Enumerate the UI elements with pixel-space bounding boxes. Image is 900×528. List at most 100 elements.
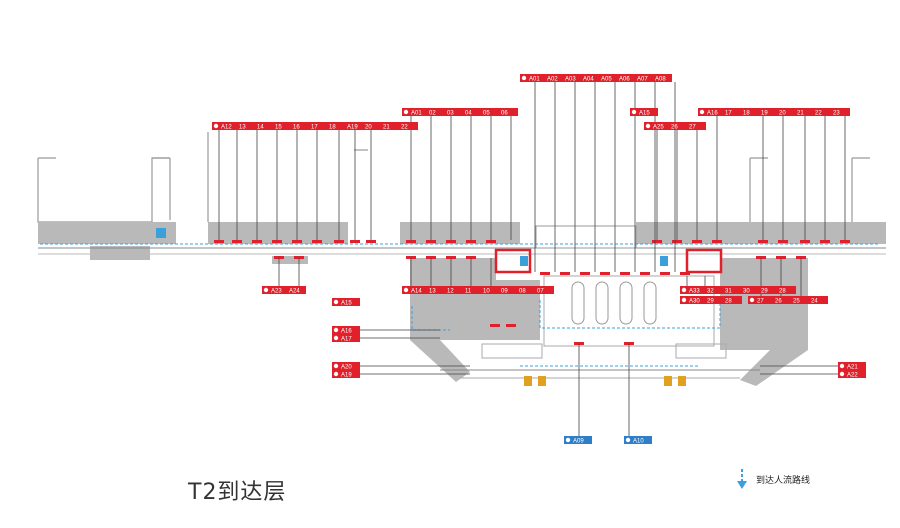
gate-number: A01: [529, 77, 540, 83]
gate-icon: [625, 437, 631, 443]
page-title: T2到达层: [188, 480, 287, 505]
gate-number: A24: [289, 289, 300, 295]
gate-number: 20: [365, 125, 372, 131]
gate-icon: [333, 363, 339, 369]
gate-number: 31: [725, 289, 732, 295]
gate-number: A30: [689, 299, 700, 305]
arrow-down-dashed-icon: [737, 469, 747, 489]
gate-icon: [565, 437, 571, 443]
gate-label-bg: [520, 74, 672, 82]
gate-label-l4: A20: [332, 362, 360, 371]
building-outline: [37, 132, 870, 223]
gate-number: 03: [447, 111, 454, 117]
gate-number: A02: [547, 77, 558, 83]
gate-number: A33: [689, 289, 700, 295]
gate-number: 26: [671, 125, 678, 131]
gate-number: 18: [743, 111, 750, 117]
leader-lines: [218, 82, 846, 436]
arrival-flow-lines: [40, 243, 880, 367]
gate-label-bg: [838, 362, 866, 370]
gate-number: 17: [311, 125, 318, 131]
gate-label-bg: [680, 286, 796, 294]
gate-number: A05: [601, 77, 612, 83]
gate-number: 10: [483, 289, 490, 295]
gate-icon: [749, 297, 755, 303]
gate-label-bg: [838, 370, 866, 378]
gate-number: 04: [465, 111, 472, 117]
gate-label-rr2: A22: [838, 370, 866, 379]
gate-number: 25: [793, 299, 800, 305]
gate-number: A25: [653, 125, 664, 131]
baggage-claim-highlight-left: [494, 248, 532, 274]
gate-number: A04: [583, 77, 594, 83]
gate-icon: [839, 363, 845, 369]
gate-icon: [645, 123, 651, 129]
gate-number: 02: [429, 111, 436, 117]
gate-number: A09: [573, 439, 584, 445]
gate-label-bg: [402, 108, 518, 116]
gate-icon: [631, 109, 637, 115]
gate-number: 29: [707, 299, 714, 305]
gate-label-bg: [332, 362, 360, 370]
gate-number: A21: [847, 365, 858, 371]
gate-label-l1: A15: [332, 298, 360, 307]
gate-number: A15: [341, 301, 352, 307]
gate-label-l5: A19: [332, 370, 360, 379]
gate-number: 27: [757, 299, 764, 305]
gate-label-r5: A25 26 27: [644, 122, 706, 131]
gate-number: A22: [847, 373, 858, 379]
central-hall: [410, 225, 808, 386]
gate-number: 06: [501, 111, 508, 117]
gate-label-bg: [748, 296, 828, 304]
gate-icon: [403, 109, 409, 115]
gate-number: A10: [633, 439, 644, 445]
gate-icon: [681, 287, 687, 293]
gate-number: A01: [411, 111, 422, 117]
gate-icon: [681, 297, 687, 303]
legend-label: 到达人流路线: [756, 475, 811, 486]
gate-number: A15: [639, 111, 650, 117]
gate-number: 29: [761, 289, 768, 295]
gate-number: A12: [221, 125, 232, 131]
gate-number: 13: [239, 125, 246, 131]
gate-icon: [839, 371, 845, 377]
gate-label-r4: A15: [630, 108, 658, 117]
gate-number: A20: [341, 365, 352, 371]
gate-label-bg: [262, 286, 306, 294]
gate-icon: [213, 123, 219, 129]
gate-label-l3: A17: [332, 334, 360, 343]
gate-label-bg: [332, 326, 360, 334]
gate-number: A14: [411, 289, 422, 295]
gate-number: A19: [341, 373, 352, 379]
gate-number: 28: [779, 289, 786, 295]
gate-label-bg: [680, 296, 742, 304]
gate-label-bg: [332, 298, 360, 306]
gate-number: 22: [401, 125, 408, 131]
gate-stand-marks: [214, 240, 850, 345]
gate-number: 09: [501, 289, 508, 295]
gate-number: 22: [815, 111, 822, 117]
gate-number: 27: [689, 125, 696, 131]
gate-number: 19: [761, 111, 768, 117]
stair-icon: [156, 228, 668, 266]
gate-number: A19: [347, 125, 358, 131]
gate-number: 30: [743, 289, 750, 295]
gate-number: 28: [725, 299, 732, 305]
gate-number: 05: [483, 111, 490, 117]
gate-label-bg: [630, 108, 658, 116]
gate-number: 15: [275, 125, 282, 131]
gate-number: 18: [329, 125, 336, 131]
gate-icon: [521, 75, 527, 81]
gate-number: A03: [565, 77, 576, 83]
gate-number: 21: [383, 125, 390, 131]
gate-label-bl1: A09: [564, 436, 592, 445]
gate-icon: [333, 335, 339, 341]
gate-label-r2: A01 02 03 04 05 06: [402, 108, 518, 117]
